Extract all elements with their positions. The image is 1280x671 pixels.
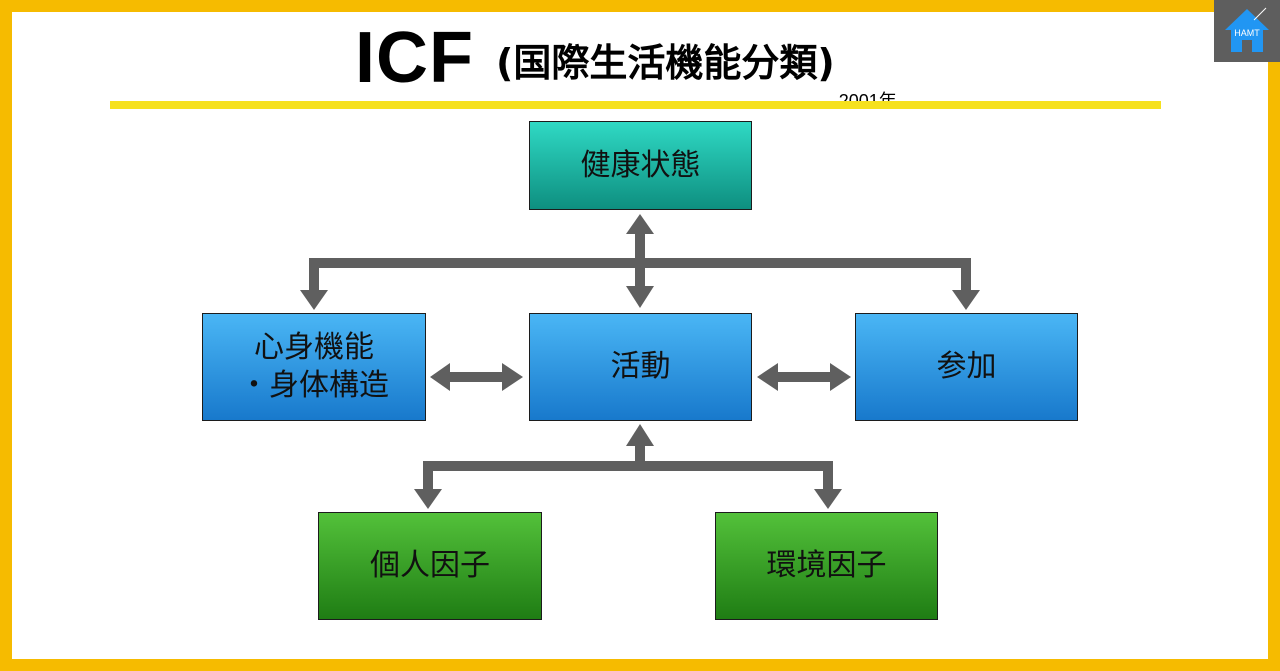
home-icon: [1225, 7, 1269, 52]
page-subtitle: (国際生活機能分類): [495, 41, 835, 85]
node-participation-label: 参加: [936, 349, 997, 384]
left-drop-line: [309, 258, 319, 292]
right-horizontal-line: [776, 372, 832, 382]
node-personal-label: 個人因子: [370, 548, 490, 583]
home-label: HAMT: [1234, 28, 1260, 38]
node-environmental-factors: 環境因子: [715, 512, 938, 620]
node-participation: 参加: [855, 313, 1078, 421]
arrow-to-activity: [626, 286, 654, 308]
left-horizontal-line: [448, 372, 504, 382]
arrow-to-personal: [414, 489, 442, 509]
arrow-left-to-activity: [757, 363, 778, 391]
bottom-stem-line: [635, 443, 645, 468]
title-underline: [110, 101, 1161, 109]
arrow-up-to-activity: [626, 424, 654, 446]
title-row: ICF (国際生活機能分類) 2001年: [355, 18, 897, 110]
arrow-right-to-participation: [830, 363, 851, 391]
arrow-to-environmental: [814, 489, 842, 509]
center-vertical-line: [635, 232, 645, 288]
node-body-functions: 心身機能 ・身体構造: [202, 313, 426, 421]
node-personal-factors: 個人因子: [318, 512, 542, 620]
bottom-bus-line: [423, 461, 833, 471]
node-health-label: 健康状態: [580, 147, 701, 183]
node-health-condition: 健康状態: [529, 121, 752, 210]
bottom-left-drop: [423, 461, 433, 491]
bottom-right-drop: [823, 461, 833, 491]
arrow-to-body: [300, 290, 328, 310]
right-drop-line: [961, 258, 971, 292]
arrow-to-health: [626, 214, 654, 234]
page-title: ICF: [355, 18, 474, 98]
node-body-label-line1: 心身機能: [254, 330, 374, 365]
arrow-right-to-activity: [502, 363, 523, 391]
node-activity-label: 活動: [610, 349, 671, 384]
home-button[interactable]: HAMT: [1214, 0, 1280, 62]
node-body-label-line2: ・身体構造: [239, 368, 389, 403]
arrow-to-participation: [952, 290, 980, 310]
node-activity: 活動: [529, 313, 752, 421]
node-environmental-label: 環境因子: [766, 548, 887, 583]
arrow-left-to-body: [430, 363, 450, 391]
